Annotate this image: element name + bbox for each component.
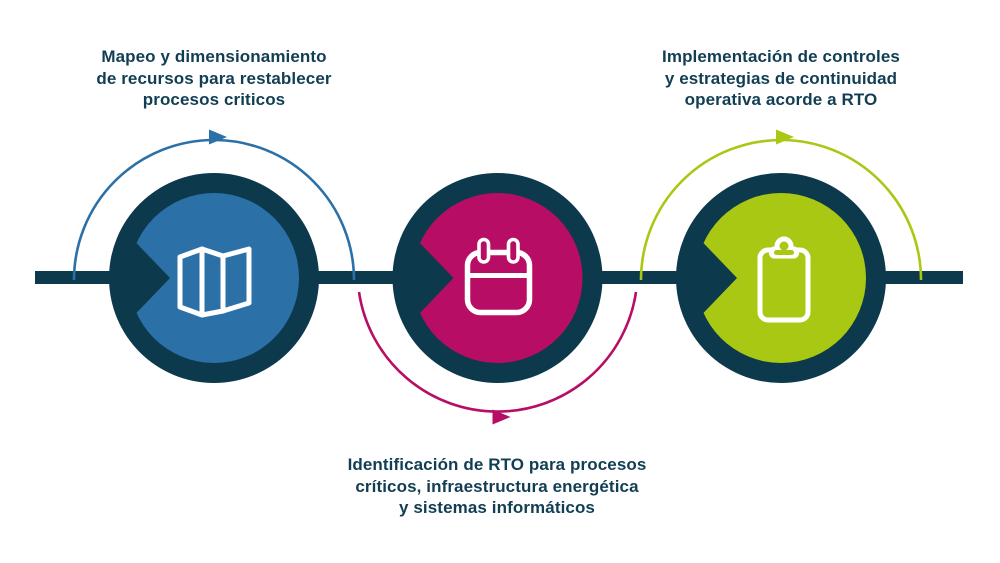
- step2-arc: [357, 291, 638, 413]
- step3-arc-arrowhead-icon: [776, 129, 794, 145]
- calendar-icon: [464, 237, 533, 316]
- step2-notch-arrow-icon: [405, 228, 454, 328]
- step3-label: Implementación de controles y estrategia…: [662, 47, 900, 109]
- map-icon: [177, 246, 252, 318]
- step1-arc-arrowhead-icon: [209, 129, 227, 145]
- step1-notch-arrow-icon: [122, 228, 170, 328]
- step1-node: [109, 173, 319, 383]
- step3-notch-arrow-icon: [689, 228, 737, 328]
- step2-arc-arrowhead-icon: [492, 409, 511, 425]
- clipboard-icon: [757, 236, 811, 323]
- step3-node: [676, 173, 886, 383]
- step2-node: [392, 173, 603, 383]
- step3-inner-circle: [696, 193, 866, 363]
- step1-label: Mapeo y dimensionamiento de recursos par…: [96, 47, 332, 109]
- step1-inner-circle: [129, 193, 299, 363]
- step2-label: Identificación de RTO para procesos crít…: [347, 455, 647, 517]
